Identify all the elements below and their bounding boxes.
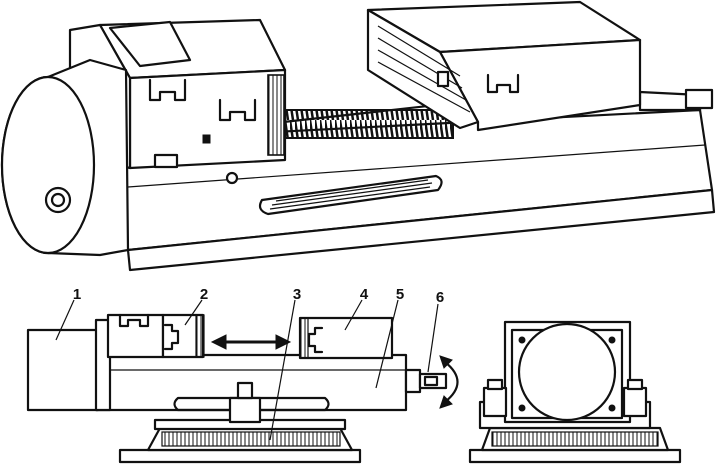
side-jaw-teeth-2 bbox=[195, 314, 205, 358]
fixed-jaw-tslot-top bbox=[108, 20, 192, 68]
side-rotation-head-top bbox=[439, 355, 453, 369]
leader-6 bbox=[427, 303, 439, 373]
side-end-block bbox=[26, 328, 100, 412]
fixed-jaw-tslot bbox=[148, 78, 187, 102]
end-bolt-br bbox=[608, 404, 616, 412]
side-movable-jaw-tslot bbox=[307, 326, 324, 354]
callout-2: 2 bbox=[200, 286, 208, 303]
leader-5 bbox=[375, 299, 399, 389]
end-cylinder bbox=[517, 322, 617, 422]
vise-slot-hatching bbox=[269, 179, 433, 210]
callout-1: 1 bbox=[73, 286, 81, 303]
callout-4: 4 bbox=[360, 286, 369, 303]
end-clamp-right bbox=[622, 386, 648, 418]
side-arrow-right-head bbox=[275, 334, 292, 350]
fixed-jaw-key bbox=[153, 153, 179, 169]
leader-4 bbox=[344, 299, 363, 331]
callout-5: 5 bbox=[396, 286, 404, 303]
fixed-jaw-pin bbox=[202, 134, 211, 144]
end-clamp-left bbox=[482, 386, 508, 418]
side-rotation-head-bottom bbox=[439, 395, 453, 409]
callout-6: 6 bbox=[436, 289, 444, 306]
side-rotation-arrow bbox=[443, 360, 459, 404]
jaw-plate-tslot bbox=[218, 98, 257, 122]
vise-end-view bbox=[468, 320, 682, 464]
side-rotary-scale bbox=[161, 431, 341, 447]
end-rotary-scale bbox=[491, 431, 659, 447]
leader-1 bbox=[55, 299, 75, 341]
vise-base-slot bbox=[258, 174, 443, 216]
fixed-jaw-teeth bbox=[267, 74, 285, 156]
vise-spindle-stub bbox=[684, 88, 714, 110]
side-fixed-jaw-tslot bbox=[118, 313, 150, 328]
vise-base-groove-line bbox=[127, 144, 706, 188]
callout-3: 3 bbox=[293, 286, 301, 303]
leader-2 bbox=[184, 299, 203, 326]
end-base-plate bbox=[468, 448, 682, 464]
end-clamp-right-nut bbox=[626, 378, 644, 391]
movable-jaw-bolt bbox=[436, 70, 450, 88]
end-bolt-tl bbox=[518, 336, 526, 344]
side-jaw-plate-tslot-2 bbox=[163, 323, 180, 351]
leader-3 bbox=[269, 299, 296, 441]
vise-end-cylinder-face bbox=[0, 75, 96, 255]
side-spindle-square bbox=[423, 375, 439, 387]
movable-jaw-tslot bbox=[486, 73, 520, 94]
vise-base-lip bbox=[126, 188, 716, 272]
end-clamp-left-nut bbox=[486, 378, 504, 391]
vise-perspective-view bbox=[0, 0, 716, 272]
side-end-flange bbox=[94, 318, 112, 412]
movable-jaw-side bbox=[366, 8, 480, 130]
fixed-jaw-front bbox=[128, 68, 287, 170]
movable-jaw-ribs bbox=[377, 25, 471, 113]
side-body-slot bbox=[173, 396, 330, 412]
side-spindle-collar bbox=[404, 368, 422, 394]
side-base-plate bbox=[118, 448, 362, 464]
cylinder-nut-center bbox=[50, 192, 66, 208]
vise-base-bolt bbox=[225, 171, 239, 185]
side-center-bolt bbox=[236, 381, 254, 400]
side-movable-jaw bbox=[298, 316, 394, 360]
side-fixed-jaw bbox=[106, 313, 165, 359]
vise-lead-screw bbox=[277, 109, 454, 139]
side-center-block bbox=[228, 396, 262, 424]
side-arrow-left-head bbox=[210, 334, 227, 350]
vise-side-view bbox=[26, 299, 459, 464]
end-bolt-bl bbox=[518, 404, 526, 412]
end-bolt-tr bbox=[608, 336, 616, 344]
side-movable-jaw-teeth bbox=[299, 317, 309, 359]
